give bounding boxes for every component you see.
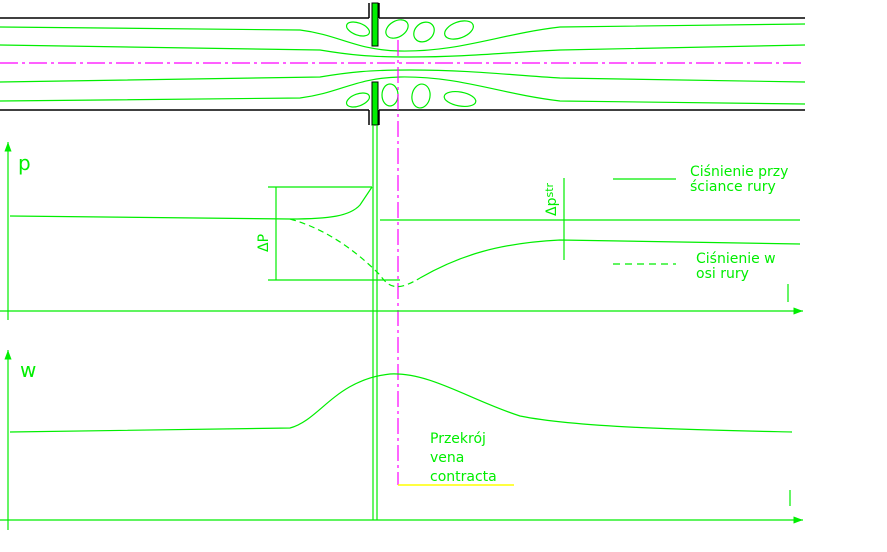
delta-p-label: ΔP <box>256 234 272 252</box>
pipe <box>0 2 805 126</box>
pipe-top-wall <box>0 3 805 19</box>
delta-p-str-label: Δpstr <box>543 182 560 216</box>
p-axis-label: p <box>18 151 31 175</box>
pressure-plot: p ΔP Δpstr Ciśnienie przy ściance rury C… <box>0 142 803 320</box>
legend-wall-text-1: Ciśnienie przy <box>690 164 788 180</box>
legend-axis-text-2: osi rury <box>696 266 749 282</box>
pipe-bottom-wall <box>0 109 805 125</box>
streamlines <box>0 19 806 109</box>
velocity-plot: w Przekrój vena contracta <box>0 350 803 530</box>
section-label-3: contracta <box>430 469 497 485</box>
w-axis-label: w <box>20 358 36 382</box>
legend-wall-text-2: ściance rury <box>690 179 776 195</box>
wall-pressure-curve <box>9 186 373 220</box>
orifice-plate-bottom <box>371 81 379 126</box>
section-label-2: vena <box>430 450 464 466</box>
legend-axis-text-1: Ciśnienie w <box>696 251 776 267</box>
velocity-curve <box>9 373 793 433</box>
section-label-1: Przekrój <box>430 431 486 447</box>
axis-pressure-curve <box>419 239 801 279</box>
orifice-plate-top <box>371 2 379 47</box>
